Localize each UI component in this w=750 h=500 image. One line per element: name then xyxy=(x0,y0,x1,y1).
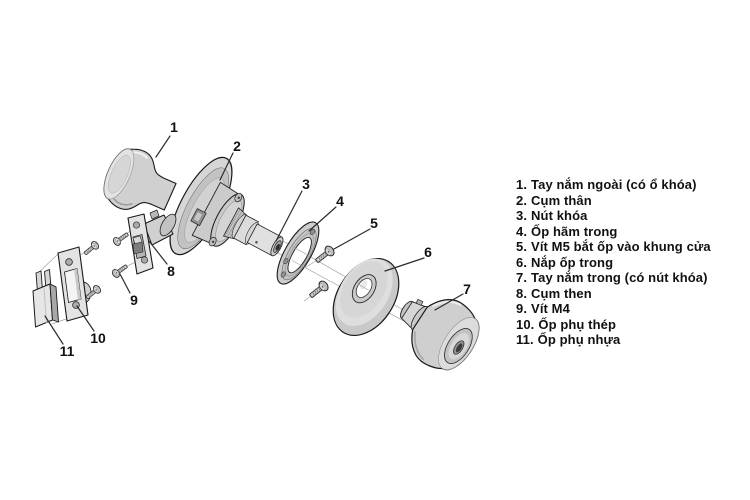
legend-item-label: Nút khóa xyxy=(531,208,588,223)
legend-item-number: 5. xyxy=(516,239,528,254)
part-6-inner-cover xyxy=(332,258,400,336)
parts-legend: 1.Tay nắm ngoài (có ổ khóa) 2.Cụm thân 3… xyxy=(516,177,748,348)
part-8-latch-assembly xyxy=(127,209,177,275)
callout-leader-lines xyxy=(44,135,464,345)
legend-item-number: 10. xyxy=(516,316,535,332)
legend-item-number: 2. xyxy=(516,192,528,208)
callout-2: 2 xyxy=(233,138,241,154)
callout-11: 11 xyxy=(59,343,75,359)
legend-item-3: 3.Nút khóa xyxy=(516,208,748,224)
part-1-outer-knob xyxy=(103,148,177,211)
legend-item-6: 6.Nắp ốp trong xyxy=(516,255,748,271)
callout-9: 9 xyxy=(130,292,138,308)
legend-item-number: 7. xyxy=(516,270,528,285)
legend-item-number: 8. xyxy=(516,285,528,301)
part-7-inner-knob xyxy=(400,299,480,371)
legend-item-label: Vít M4 xyxy=(531,301,570,316)
part-3-lock-button xyxy=(273,240,282,253)
legend-item-5: 5.Vít M5 bắt ốp vào khung cửa xyxy=(516,239,748,255)
axis-line-through-rose-hole xyxy=(290,245,309,269)
axis-line-through-cover-hole xyxy=(356,283,372,292)
legend-item-10: 10.Ốp phụ thép xyxy=(516,317,748,333)
legend-item-number: 9. xyxy=(516,301,528,316)
legend-item-number: 1. xyxy=(516,177,528,192)
legend-item-number: 11. xyxy=(516,332,534,347)
callout-4: 4 xyxy=(336,193,344,209)
legend-item-8: 8.Cụm then xyxy=(516,286,748,302)
part-11-plastic-strike-box xyxy=(32,269,59,328)
legend-item-number: 4. xyxy=(516,223,528,239)
legend-item-label: Ốp phụ nhựa xyxy=(537,332,621,347)
callout-1: 1 xyxy=(170,119,178,135)
legend-item-11: 11.Ốp phụ nhựa xyxy=(516,332,748,348)
callout-5: 5 xyxy=(370,215,378,231)
legend-item-number: 6. xyxy=(516,254,528,270)
part-10-strike-plate xyxy=(57,246,92,322)
legend-item-number: 3. xyxy=(516,208,528,223)
legend-item-1: 1.Tay nắm ngoài (có ổ khóa) xyxy=(516,177,748,193)
callout-7: 7 xyxy=(463,281,471,297)
legend-item-label: Vít M5 bắt ốp vào khung cửa xyxy=(531,239,711,254)
legend-item-4: 4.Ốp hãm trong xyxy=(516,224,748,240)
legend-item-2: 2.Cụm thân xyxy=(516,193,748,209)
callout-3: 3 xyxy=(302,176,310,192)
legend-item-label: Tay nắm ngoài (có ổ khóa) xyxy=(531,177,697,192)
legend-item-label: Tay nắm trong (có nút khóa) xyxy=(531,270,708,285)
legend-item-7: 7.Tay nắm trong (có nút khóa) xyxy=(516,270,748,286)
legend-item-label: Ốp hãm trong xyxy=(531,223,618,239)
part-2-body-assembly xyxy=(169,156,284,257)
callout-10: 10 xyxy=(90,330,106,346)
legend-item-9: 9.Vít M4 xyxy=(516,301,748,317)
legend-item-label: Cụm thân xyxy=(531,192,592,208)
callout-6: 6 xyxy=(424,244,432,260)
part-4-inner-rose xyxy=(276,221,320,285)
legend-item-label: Ốp phụ thép xyxy=(538,316,617,332)
legend-item-label: Nắp ốp trong xyxy=(531,254,614,270)
legend-item-label: Cụm then xyxy=(531,285,592,301)
callout-8: 8 xyxy=(167,263,175,279)
